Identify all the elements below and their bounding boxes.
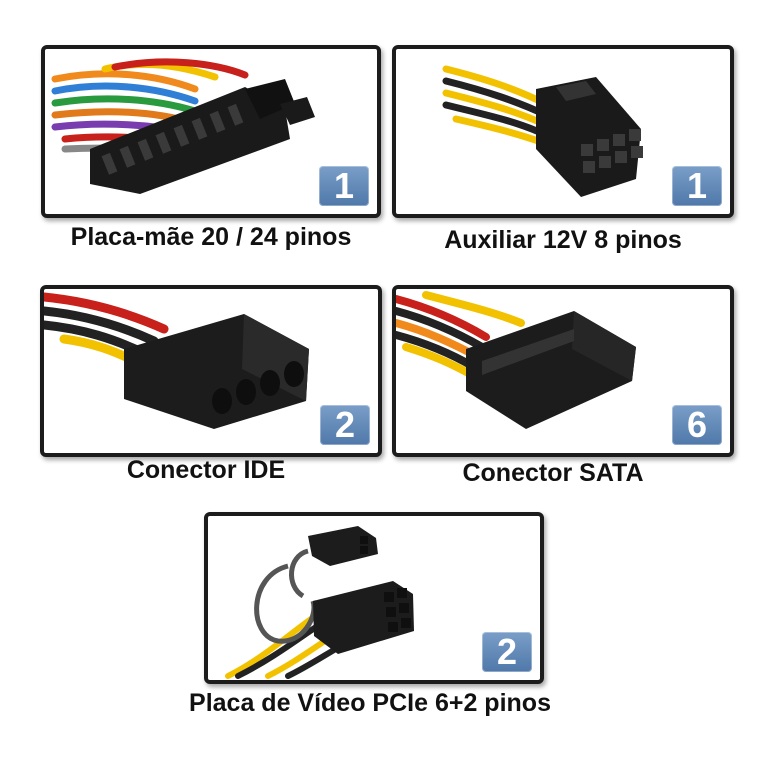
quantity-badge: 1: [672, 166, 722, 206]
panel-ide-connector: 2: [40, 285, 382, 457]
caption-sata: Conector SATA: [462, 459, 644, 487]
quantity-badge: 2: [320, 405, 370, 445]
atx-24pin-connector-icon: [51, 58, 315, 194]
sata-power-connector-icon: [396, 291, 636, 429]
panel-motherboard-connector: 1: [41, 45, 381, 218]
quantity-badge: 6: [672, 405, 722, 445]
panel-aux-12v-connector: 1: [392, 45, 734, 218]
caption-aux-12v: Auxiliar 12V 8 pinos: [444, 226, 682, 254]
quantity-badge: 1: [319, 166, 369, 206]
pcie-6plus2-connector-icon: [225, 526, 414, 679]
panel-pcie-connector: 2: [204, 512, 544, 684]
caption-motherboard: Placa-mãe 20 / 24 pinos: [70, 223, 352, 251]
panel-sata-connector: 6: [392, 285, 734, 457]
molex-ide-connector-icon: [44, 292, 309, 429]
caption-ide: Conector IDE: [126, 456, 286, 484]
eps-8pin-connector-icon: [442, 65, 643, 197]
quantity-badge: 2: [482, 632, 532, 672]
caption-pcie: Placa de Vídeo PCIe 6+2 pinos: [189, 689, 551, 717]
